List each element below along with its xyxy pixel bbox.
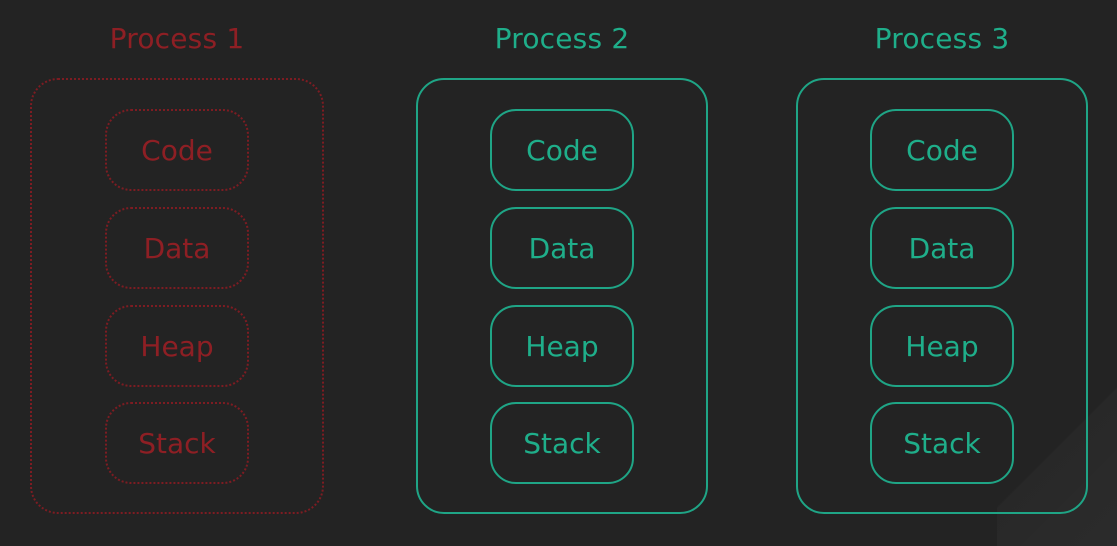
process-1-data-segment: Data (105, 207, 249, 289)
process-1-container: Code Data Heap Stack (30, 78, 324, 514)
process-1-code-segment: Code (105, 109, 249, 191)
process-3-container: Code Data Heap Stack (796, 78, 1088, 514)
process-3-heap-segment: Heap (870, 305, 1014, 387)
process-3-code-segment: Code (870, 109, 1014, 191)
process-2-container: Code Data Heap Stack (416, 78, 708, 514)
process-2-heap-segment: Heap (490, 305, 634, 387)
process-3-stack-segment: Stack (870, 402, 1014, 484)
process-3-data-segment: Data (870, 207, 1014, 289)
process-1-title: Process 1 (109, 22, 245, 55)
process-1-stack-segment: Stack (105, 402, 249, 484)
process-2-title: Process 2 (494, 22, 630, 55)
process-3-title: Process 3 (874, 22, 1010, 55)
process-2-code-segment: Code (490, 109, 634, 191)
process-2-data-segment: Data (490, 207, 634, 289)
process-1-heap-segment: Heap (105, 305, 249, 387)
process-2-stack-segment: Stack (490, 402, 634, 484)
